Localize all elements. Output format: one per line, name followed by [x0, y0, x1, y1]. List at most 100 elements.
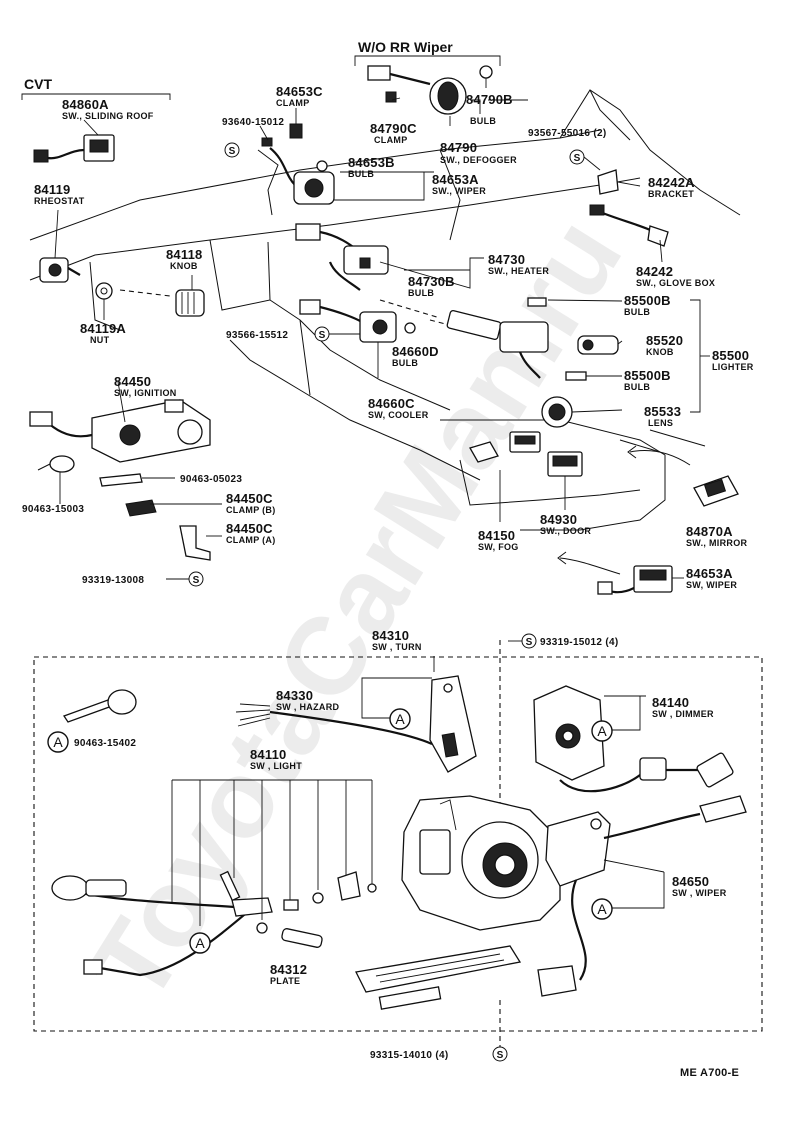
cvt-heading: CVT: [24, 76, 52, 92]
label-93319-15012: 93319-15012 (4): [540, 637, 618, 648]
wo-rr-wiper-bracket: [354, 55, 501, 66]
label-84119a: 84119A: [80, 321, 126, 336]
screw-93640-15012: S: [224, 137, 273, 158]
label-84242: 84242: [636, 264, 673, 279]
plate: [355, 945, 522, 1010]
label-84660c-desc: SW, COOLER: [368, 410, 429, 420]
ignition-switch: [29, 399, 211, 463]
label-84310: 84310: [372, 628, 409, 643]
label-93567-55016: 93567-55016 (2): [528, 128, 606, 139]
clamp-a: S: [179, 525, 211, 587]
steering-column-box: [33, 640, 763, 1050]
label-85500-desc: LIGHTER: [712, 362, 754, 372]
door-switch: [547, 451, 583, 510]
diagram-code: ME A700-E: [680, 1067, 739, 1079]
label-84242-desc: SW., GLOVE BOX: [636, 278, 715, 288]
rheostat: [39, 209, 81, 283]
label-84119-desc: RHEOSTAT: [34, 196, 85, 206]
mirror-switch: [627, 445, 739, 507]
label-84653a-top: 84653A: [432, 172, 479, 187]
label-84730b: 84730B: [408, 274, 455, 289]
label-84650-desc: SW , WIPER: [672, 888, 727, 898]
light-switch-leaders: [171, 779, 373, 926]
label-85533: 85533: [644, 404, 681, 419]
defogger-switch: [367, 65, 493, 115]
svg-text:S: S: [319, 330, 326, 341]
label-84450c-a: 84450C: [226, 521, 273, 536]
label-84450c-b-desc: CLAMP (B): [226, 505, 276, 515]
wo-rr-wiper-heading: W/O RR Wiper: [358, 39, 453, 55]
svg-text:A: A: [597, 901, 607, 917]
label-93315-14010: 93315-14010 (4): [370, 1050, 448, 1061]
clamp-90463-15402: [63, 689, 137, 723]
label-84312-desc: PLATE: [270, 976, 300, 986]
label-85520: 85520: [646, 333, 683, 348]
label-84730: 84730: [488, 252, 525, 267]
label-85500b-2: 85500B: [624, 368, 671, 383]
label-84790b: 84790B: [466, 92, 513, 107]
label-84330-desc: SW , HAZARD: [276, 702, 339, 712]
label-90463-15402: 90463-15402: [74, 738, 136, 749]
svg-text:S: S: [526, 637, 533, 648]
label-84119: 84119: [34, 182, 70, 197]
rheostat-knob: [175, 275, 205, 317]
a-marker-hazard: A: [389, 708, 411, 730]
clamp-b: [125, 499, 157, 517]
cooler-switch: [299, 299, 416, 343]
label-84870a-desc: SW., MIRROR: [686, 538, 747, 548]
label-90463-05023: 90463-05023: [180, 474, 242, 485]
a-marker-wiper: A: [591, 898, 613, 920]
label-84660c: 84660C: [368, 396, 415, 411]
label-84930-desc: SW., DOOR: [540, 526, 591, 536]
hazard-switch: [235, 675, 477, 773]
label-84330: 84330: [276, 688, 313, 703]
light-switch-small-parts: [219, 870, 377, 948]
label-84790c: 84790C: [370, 121, 417, 136]
label-85500b-2-desc: BULB: [624, 382, 650, 392]
label-85500b-1-desc: BULB: [624, 307, 650, 317]
label-84860a-desc: SW., SLIDING ROOF: [62, 111, 154, 121]
label-84450-desc: SW, IGNITION: [114, 388, 177, 398]
svg-text:S: S: [229, 146, 236, 157]
label-84653a-bot: 84653A: [686, 566, 733, 581]
dimmer-switch: [533, 685, 734, 793]
svg-text:S: S: [574, 153, 581, 164]
cigarette-lighter: [429, 297, 619, 428]
label-84450c-a-desc: CLAMP (A): [226, 535, 276, 545]
svg-text:A: A: [53, 734, 63, 750]
a-marker-light: A: [189, 932, 211, 954]
label-84650: 84650: [672, 874, 709, 889]
label-93640-15012: 93640-15012: [222, 117, 284, 128]
svg-text:S: S: [193, 575, 200, 586]
label-84730b-desc: BULB: [408, 288, 434, 298]
label-93566-15512: 93566-15512: [226, 330, 288, 341]
label-84653b-desc: BULB: [348, 169, 374, 179]
wiper-switch-bottom: [557, 551, 673, 595]
label-84110-desc: SW , LIGHT: [250, 761, 302, 771]
combination-switch-body: [401, 795, 561, 931]
label-84653a-bot-desc: SW, WIPER: [686, 580, 737, 590]
label-84312: 84312: [270, 962, 307, 977]
label-84730-desc: SW., HEATER: [488, 266, 549, 276]
label-84140-desc: SW , DIMMER: [652, 709, 714, 719]
screw-93315-14010: S: [492, 1046, 508, 1062]
a-marker-clamp: A: [47, 731, 69, 753]
label-84118-desc: KNOB: [170, 261, 198, 271]
label-84790-bulb: BULB: [470, 116, 496, 126]
label-84450: 84450: [114, 374, 151, 389]
fog-switch: [469, 431, 541, 522]
svg-text:A: A: [597, 723, 607, 739]
label-84653c-desc: CLAMP: [276, 98, 310, 108]
label-84860a: 84860A: [62, 97, 109, 112]
label-84653b: 84653B: [348, 155, 395, 170]
label-85533-desc: LENS: [648, 418, 673, 428]
label-84118: 84118: [166, 247, 202, 262]
nut: [95, 282, 113, 320]
clamp-90463-15003: [37, 455, 75, 473]
screw-93566-15512: S: [314, 326, 330, 342]
label-84653c: 84653C: [276, 84, 323, 99]
svg-text:S: S: [497, 1050, 504, 1061]
svg-text:A: A: [195, 935, 205, 951]
label-84150-desc: SW, FOG: [478, 542, 519, 552]
heater-switch: [295, 223, 389, 291]
